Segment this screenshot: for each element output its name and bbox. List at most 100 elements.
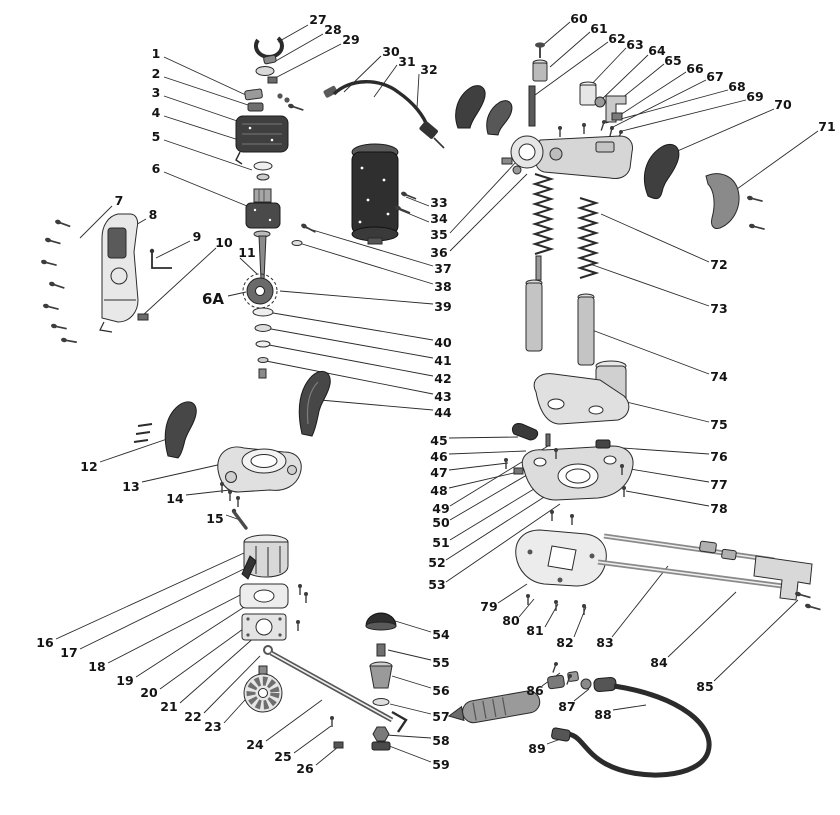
callout-11: 11	[238, 245, 255, 260]
handle-cover	[705, 173, 766, 233]
callout-44: 44	[434, 405, 452, 420]
small-parts-mid	[291, 221, 318, 246]
callout-39: 39	[434, 299, 451, 314]
callout-46: 46	[430, 449, 448, 464]
callout-26: 26	[296, 761, 314, 776]
callout-19: 19	[116, 673, 133, 688]
callout-63: 63	[626, 37, 643, 52]
callout-75: 75	[710, 417, 727, 432]
callout-22: 22	[184, 709, 201, 724]
callout-89: 89	[528, 741, 545, 756]
leader-lines	[55, 21, 819, 766]
callout-17: 17	[60, 645, 77, 660]
wrench	[263, 645, 408, 733]
carriage-housing	[501, 122, 633, 179]
callout-31: 31	[398, 54, 415, 69]
callout-70: 70	[774, 97, 792, 112]
callout-74: 74	[710, 369, 728, 384]
callout-20: 20	[140, 685, 158, 700]
right-grip-handle	[298, 370, 331, 437]
callout-59: 59	[432, 757, 449, 772]
callout-34: 34	[430, 211, 448, 226]
callout-85: 85	[696, 679, 713, 694]
callout-38: 38	[434, 279, 451, 294]
callout-13: 13	[122, 479, 139, 494]
callout-3: 3	[152, 85, 161, 100]
depth-rod	[528, 85, 536, 127]
callout-86: 86	[526, 683, 544, 698]
left-grip-parts-right-assembly	[455, 85, 513, 136]
callout-73: 73	[710, 301, 727, 316]
callout-87: 87	[558, 699, 575, 714]
callout-62: 62	[608, 31, 625, 46]
callout-81: 81	[526, 623, 543, 638]
callout-60: 60	[570, 11, 588, 26]
callout-25: 25	[274, 749, 291, 764]
bottom-plate	[241, 613, 301, 641]
clamp-lever-left	[231, 508, 248, 530]
callout-28: 28	[324, 22, 341, 37]
guide-columns	[525, 279, 595, 366]
stop-cylinder	[579, 81, 597, 106]
gasket-plate	[239, 583, 309, 609]
callout-82: 82	[556, 635, 573, 650]
sub-base-casting	[521, 433, 634, 526]
power-cord	[323, 80, 445, 149]
callout-64: 64	[648, 43, 666, 58]
callout-1: 1	[152, 46, 161, 61]
callout-69: 69	[746, 89, 763, 104]
callout-80: 80	[502, 613, 520, 628]
callout-42: 42	[434, 371, 451, 386]
screw-set-left	[39, 218, 79, 346]
callout-2: 2	[152, 66, 161, 81]
callout-58: 58	[432, 733, 449, 748]
callout-labels: 1 2 3 4 5 6 7 8 9 10 11 6A 12 13 14 15 1…	[36, 11, 835, 776]
callout-24: 24	[246, 737, 264, 752]
plunge-springs	[531, 173, 600, 281]
callout-76: 76	[710, 449, 728, 464]
callout-14: 14	[166, 491, 184, 506]
knob-and-bracket-parts	[594, 95, 627, 142]
washer-stack-lower	[252, 307, 274, 379]
callout-6a: 6A	[202, 290, 224, 308]
fan-disc	[243, 665, 283, 713]
callout-27: 27	[309, 12, 326, 27]
callout-71: 71	[818, 119, 835, 134]
brush-holder-parts	[244, 88, 305, 113]
small-screws-bottom-left	[329, 715, 344, 749]
callout-45: 45	[430, 433, 447, 448]
callout-6: 6	[152, 161, 161, 176]
callout-48: 48	[430, 483, 447, 498]
brush-cap-assembly	[254, 36, 284, 84]
callout-54: 54	[432, 627, 450, 642]
callout-10: 10	[215, 235, 233, 250]
callout-35: 35	[430, 227, 447, 242]
left-grip-handle	[133, 401, 197, 459]
wire-bracket	[149, 248, 172, 269]
callout-9: 9	[193, 229, 202, 244]
callout-16: 16	[36, 635, 54, 650]
callout-66: 66	[686, 61, 704, 76]
knob-and-collet-stack	[365, 612, 397, 751]
flexible-shaft-assembly	[447, 660, 712, 778]
callout-43: 43	[434, 389, 451, 404]
callout-56: 56	[432, 683, 450, 698]
spacer-washers-upper	[253, 161, 273, 181]
callout-7: 7	[115, 193, 124, 208]
callout-37: 37	[434, 261, 451, 276]
clamp-cylinder	[241, 534, 289, 580]
callout-72: 72	[710, 257, 727, 272]
callout-68: 68	[728, 79, 745, 94]
base-plate	[515, 529, 607, 616]
field-coil	[235, 115, 289, 165]
callout-67: 67	[706, 69, 723, 84]
callout-84: 84	[650, 655, 668, 670]
callout-4: 4	[152, 105, 161, 120]
spacer-cylinder	[532, 59, 548, 82]
clamp-lever-right	[503, 423, 539, 475]
callout-51: 51	[432, 535, 449, 550]
callout-83: 83	[596, 635, 613, 650]
callout-50: 50	[432, 515, 450, 530]
plunge-base-casting	[533, 360, 630, 425]
